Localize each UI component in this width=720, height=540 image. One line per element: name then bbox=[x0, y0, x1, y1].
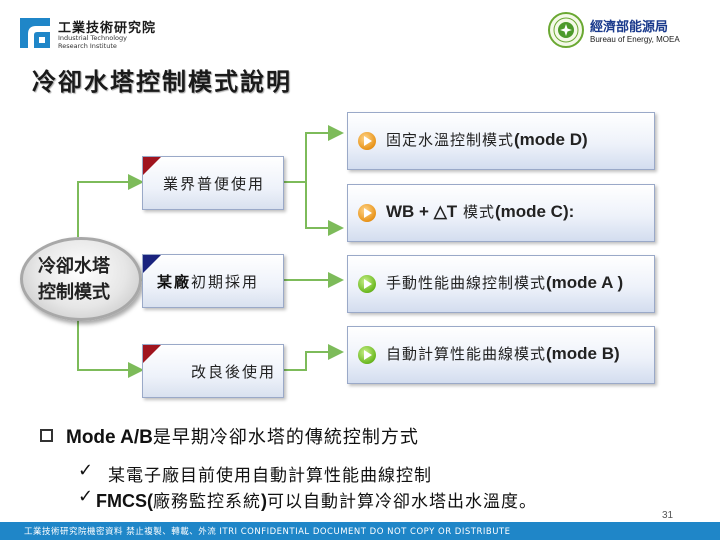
mode-label-cn: 模式 bbox=[462, 203, 495, 221]
main-bullet-en: Mode A/B bbox=[66, 427, 153, 448]
moea-emblem-icon bbox=[548, 12, 584, 48]
category-label: 改良後使用 bbox=[191, 363, 277, 381]
corner-marker bbox=[143, 255, 161, 273]
green-play-icon bbox=[358, 275, 376, 293]
connector-cat1-to-modeC bbox=[305, 182, 344, 236]
itri-name-cn: 工業技術研究院 bbox=[58, 21, 157, 36]
sub-bullet-2: FMCS(廠務監控系統)可以自動計算冷卻水塔出水溫度。 bbox=[96, 487, 537, 512]
mode-label: 自動計算性能曲線模式(mode B) bbox=[386, 343, 620, 364]
category-label: 業界普便使用 bbox=[163, 175, 266, 193]
connector-cat1-to-modeD bbox=[284, 125, 344, 183]
main-bullet-cn: 是早期冷卻水塔的傳統控制方式 bbox=[152, 427, 419, 448]
sub-bullet-2-en2: ) bbox=[261, 491, 267, 511]
mode-box-c: WB + △T 模式(mode C): bbox=[347, 184, 655, 242]
category-box-early: 某廠初期採用 bbox=[142, 254, 284, 308]
itri-name-en-line2: Research Institute bbox=[58, 42, 117, 50]
connector-center-to-cat1 bbox=[77, 174, 144, 237]
category-label-rest: 初期採用 bbox=[191, 273, 260, 291]
green-play-icon bbox=[358, 346, 376, 364]
mode-label-prefix: WB + △T bbox=[386, 202, 458, 221]
category-label: 某廠初期採用 bbox=[157, 271, 259, 292]
itri-name-en-line1: Industrial Technology bbox=[58, 34, 127, 42]
footer-bar bbox=[0, 522, 720, 540]
category-label-bold: 某廠 bbox=[157, 273, 192, 291]
mode-label: 手動性能曲線控制模式(mode A ) bbox=[386, 272, 623, 293]
mode-label: WB + △T 模式(mode C): bbox=[386, 201, 574, 222]
corner-marker bbox=[143, 345, 161, 363]
page-title: 冷卻水塔控制模式說明 bbox=[32, 67, 292, 96]
mode-label-cn: 固定水溫控制模式 bbox=[386, 131, 515, 149]
sub-bullet-2-cn1: 廠務監控系統 bbox=[153, 492, 261, 512]
center-oval bbox=[20, 237, 142, 321]
mode-label-cn: 手動性能曲線控制模式 bbox=[386, 274, 547, 292]
mode-label-cn: 自動計算性能曲線模式 bbox=[386, 345, 547, 363]
main-bullet: Mode A/B是早期冷卻水塔的傳統控制方式 bbox=[66, 423, 419, 449]
mode-box-d: 固定水溫控制模式(mode D) bbox=[347, 112, 655, 170]
orange-play-icon bbox=[358, 132, 376, 150]
moea-name-cn: 經濟部能源局 bbox=[590, 20, 669, 35]
sub-bullet-2-cn2: 可以自動計算冷卻水塔出水溫度。 bbox=[267, 492, 537, 512]
itri-name-en: Industrial Technology Research Institute bbox=[58, 34, 148, 50]
sub-bullet-2-en: FMCS( bbox=[96, 491, 153, 511]
mode-label-en: (mode D) bbox=[514, 130, 588, 149]
footer-notice: 工業技術研究院機密資料 禁止複製、轉載、外流 ITRI CONFIDENTIAL… bbox=[24, 527, 511, 537]
mode-box-b: 自動計算性能曲線模式(mode B) bbox=[347, 326, 655, 384]
mode-label: 固定水溫控制模式(mode D) bbox=[386, 129, 588, 150]
sub-bullet-1: 某電子廠目前使用自動計算性能曲線控制 bbox=[108, 466, 432, 486]
mode-label-en: (mode B) bbox=[546, 344, 620, 363]
orange-play-icon bbox=[358, 204, 376, 222]
itri-logo-icon bbox=[20, 18, 50, 48]
mode-box-a: 手動性能曲線控制模式(mode A ) bbox=[347, 255, 655, 313]
center-oval-line2: 控制模式 bbox=[38, 282, 110, 303]
center-oval-line1: 冷卻水塔 bbox=[38, 256, 110, 277]
moea-name-en: Bureau of Energy, MOEA bbox=[590, 35, 680, 44]
category-box-improved: 改良後使用 bbox=[142, 344, 284, 398]
mode-label-en: (mode A ) bbox=[546, 273, 624, 292]
check-icon: ✓ bbox=[78, 460, 94, 481]
page-number: 31 bbox=[662, 510, 674, 521]
corner-marker bbox=[143, 157, 161, 175]
bullet-box-icon bbox=[40, 429, 53, 442]
mode-label-en: (mode C): bbox=[494, 202, 575, 221]
category-box-industry: 業界普便使用 bbox=[142, 156, 284, 210]
connector-cat3-to-modeB bbox=[284, 344, 344, 371]
check-icon: ✓ bbox=[78, 486, 94, 507]
connector-center-to-cat3 bbox=[77, 315, 144, 378]
center-oval-text: 冷卻水塔 控制模式 bbox=[26, 254, 130, 306]
